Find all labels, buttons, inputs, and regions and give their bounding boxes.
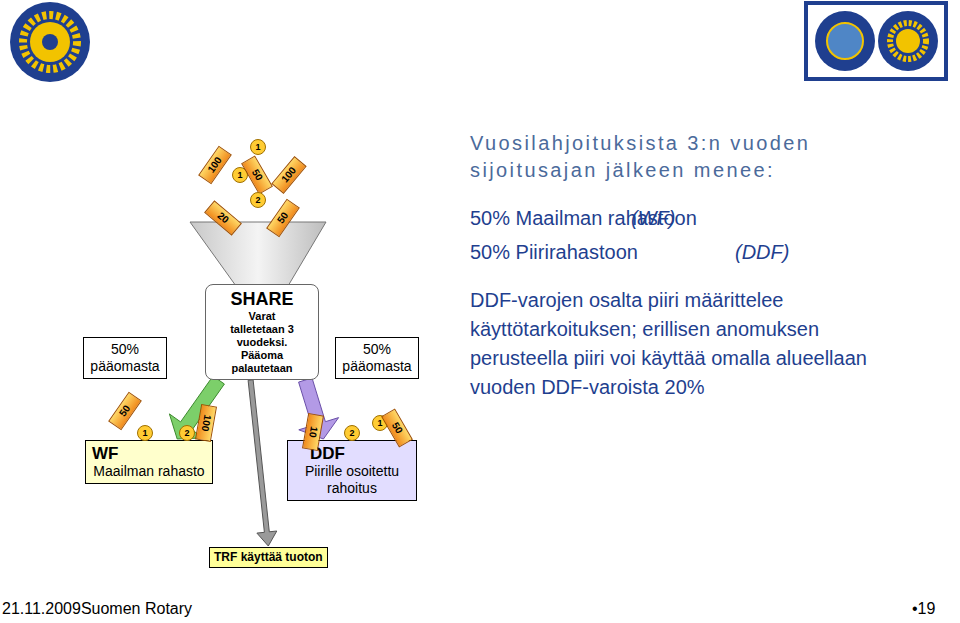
coin: 1 xyxy=(250,139,266,155)
rotary-logo xyxy=(10,2,90,82)
gear-teeth xyxy=(890,23,926,59)
node-heading: WF xyxy=(90,444,208,463)
gear-hub xyxy=(42,34,58,50)
footer-date: 21.11.2009Suomen Rotary xyxy=(2,600,192,618)
coin: 2 xyxy=(250,192,266,208)
funnel xyxy=(190,222,326,286)
foundation-logos xyxy=(806,3,946,79)
explanation: DDF-varojen osalta piiri määrittelee käy… xyxy=(470,286,900,402)
logo-frame xyxy=(806,3,946,79)
node-text: Varat talletetaan 3 vuodeksi. Pääoma pal… xyxy=(220,310,304,375)
coin: 2 xyxy=(179,425,195,441)
logo-ring xyxy=(10,2,90,82)
coin: 1 xyxy=(137,425,153,441)
globe xyxy=(827,23,863,59)
arrow-body xyxy=(248,380,277,546)
node-text: Maailman rahasto xyxy=(90,463,208,480)
fund-line: 50% Piirirahastoon xyxy=(470,241,638,264)
fund-box: WFMaailman rahasto xyxy=(85,440,213,484)
banknote: 100 xyxy=(198,146,232,185)
foundation-emblem xyxy=(815,11,875,71)
node-heading: TRF käyttää tuoton xyxy=(214,550,323,565)
share-box: SHAREVarat talletetaan 3 vuodeksi. Pääom… xyxy=(205,284,319,380)
gear xyxy=(30,22,70,62)
node-text: Piirille osoitettu rahoitus xyxy=(292,463,412,497)
fund-abbr: (WF) xyxy=(631,207,675,230)
coin: 2 xyxy=(344,425,360,441)
slide-title: Vuosilahjoituksista 3:n vuoden sijoitusa… xyxy=(470,130,910,184)
node-heading: SHARE xyxy=(220,289,304,310)
node-heading: 50% pääomasta xyxy=(86,341,164,375)
flow-arrow xyxy=(248,380,277,546)
rotary-emblem xyxy=(878,11,938,71)
note-box: 50% pääomasta xyxy=(83,337,167,379)
fund-abbr: (DDF) xyxy=(735,241,789,264)
gear xyxy=(896,29,920,53)
node-heading: 50% pääomasta xyxy=(338,341,416,375)
banknote: 50 xyxy=(108,392,142,431)
note-box: 50% pääomasta xyxy=(335,337,419,379)
banknote: 100 xyxy=(271,156,306,194)
gear-teeth xyxy=(23,15,77,69)
page-number: •19 xyxy=(912,600,935,618)
result-box: TRF käyttää tuoton xyxy=(209,547,328,568)
